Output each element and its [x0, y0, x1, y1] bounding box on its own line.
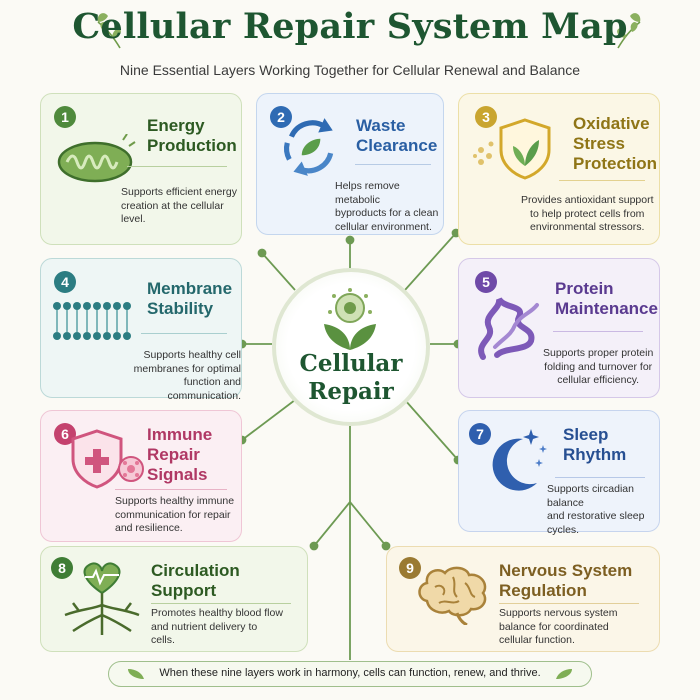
card-number: 3	[475, 106, 497, 128]
card-number: 1	[54, 106, 76, 128]
divider	[499, 603, 639, 604]
leaf-sprig-right-icon	[617, 13, 641, 49]
mitochondria-icon	[57, 134, 136, 183]
footer-banner: When these nine layers work in harmony, …	[108, 661, 592, 687]
card-number: 5	[475, 271, 497, 293]
leaf-left-icon	[128, 669, 144, 679]
protein-helix-icon	[478, 297, 539, 360]
shield-leaf-icon	[473, 118, 551, 180]
card-number: 7	[469, 423, 491, 445]
divider	[127, 166, 227, 167]
divider	[555, 477, 645, 478]
shield-cross-icon	[71, 429, 144, 489]
divider	[141, 333, 227, 334]
card-number: 6	[54, 423, 76, 445]
page-subtitle: Nine Essential Layers Working Together f…	[119, 62, 581, 78]
cell-sprout-icon	[324, 288, 376, 350]
divider	[115, 489, 227, 490]
leaf-right-icon	[556, 669, 572, 679]
center-title: Cellular Repair	[299, 350, 403, 405]
card-number: 2	[270, 106, 292, 128]
card-number: 4	[54, 271, 76, 293]
leaf-sprig-left-icon	[97, 13, 121, 49]
brain-icon	[418, 566, 487, 625]
membrane-bilayer-icon	[53, 302, 131, 340]
divider	[355, 164, 431, 165]
card-number: 8	[51, 557, 73, 579]
heart-vessels-icon	[64, 562, 140, 635]
divider	[559, 180, 645, 181]
divider	[553, 331, 643, 332]
recycle-arrows-icon	[284, 118, 334, 176]
card-number: 9	[399, 557, 421, 579]
footer-text: When these nine layers work in harmony, …	[159, 667, 541, 679]
divider	[151, 603, 291, 604]
page-title: Cellular Repair System Map	[72, 6, 628, 47]
moon-stars-icon	[492, 429, 547, 491]
